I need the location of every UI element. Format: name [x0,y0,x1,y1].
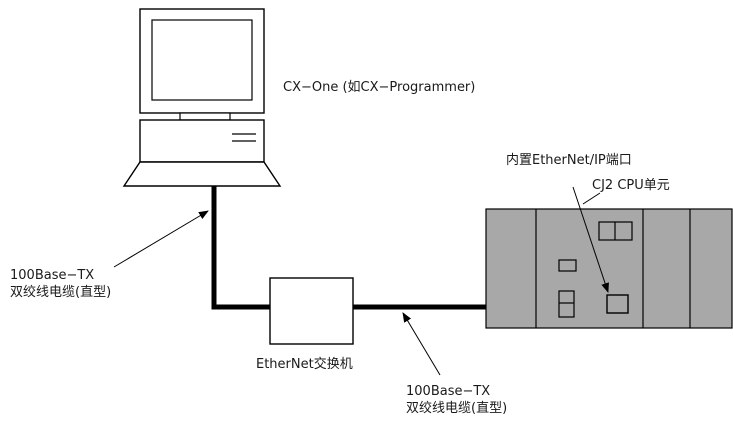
leader-cable-left [113,210,209,268]
leader-cpu [582,192,601,205]
ethernet-switch [269,277,354,345]
plc-slot [558,259,577,272]
plc-rack [485,208,733,329]
ethernet-ip-port [606,294,629,314]
switch-label: EtherNet交换机 [256,357,353,372]
monitor-screen [151,19,253,101]
computer-icon [122,8,282,187]
leader-cable-bottom [402,312,441,376]
software-label: CX−One (如CX−Programmer) [283,80,476,95]
cpu-unit-label: CJ2 CPU单元 [592,178,670,193]
keyboard [122,161,282,187]
cable-left-label-line1: 100Base−TX [10,268,95,283]
monitor-stand [179,112,231,121]
cable-left-label-line2: 双绞线电缆(直型) [10,285,112,300]
leader-port [572,186,609,293]
cable-bottom-label-line1: 100Base−TX [406,384,491,399]
builtin-port-label: 内置EtherNet/IP端口 [506,153,632,168]
cable-bottom-label-line2: 双绞线电缆(直型) [406,401,508,416]
plc-slot [558,290,575,318]
cable-pc-to-switch [211,186,270,310]
